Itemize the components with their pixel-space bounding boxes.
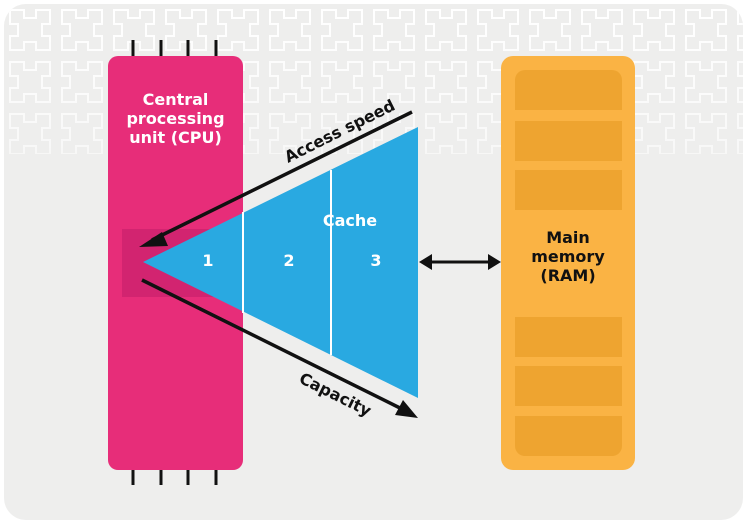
ram-label-line: (RAM): [540, 266, 596, 286]
cpu-label-line: processing: [126, 109, 225, 129]
ram-label: Main memory (RAM): [501, 228, 635, 286]
cpu-pins-bottom: [131, 468, 218, 485]
ram-label-line: memory: [531, 247, 605, 267]
cache-triangle: [143, 127, 418, 398]
access-speed-arrowhead: [139, 232, 168, 247]
access-speed-arrow-line: [151, 110, 413, 242]
left-arrowhead: [419, 254, 432, 270]
cache-level-2: 2: [283, 251, 295, 270]
cpu-label: Central processing unit (CPU): [108, 90, 243, 148]
capacity-arrow-line: [141, 278, 405, 412]
right-arrowhead: [488, 254, 501, 270]
ram-label-line: Main: [546, 228, 590, 247]
cache-level-1: 1: [202, 251, 214, 270]
cpu-pins-top: [131, 40, 218, 57]
cpu-label-line: Central: [142, 90, 209, 109]
capacity-arrowhead: [395, 400, 418, 418]
cpu-label-line: unit (CPU): [129, 128, 222, 148]
ram-slots: [515, 70, 622, 456]
cache-level-3: 3: [370, 251, 382, 270]
cache-label: Cache: [322, 211, 378, 230]
